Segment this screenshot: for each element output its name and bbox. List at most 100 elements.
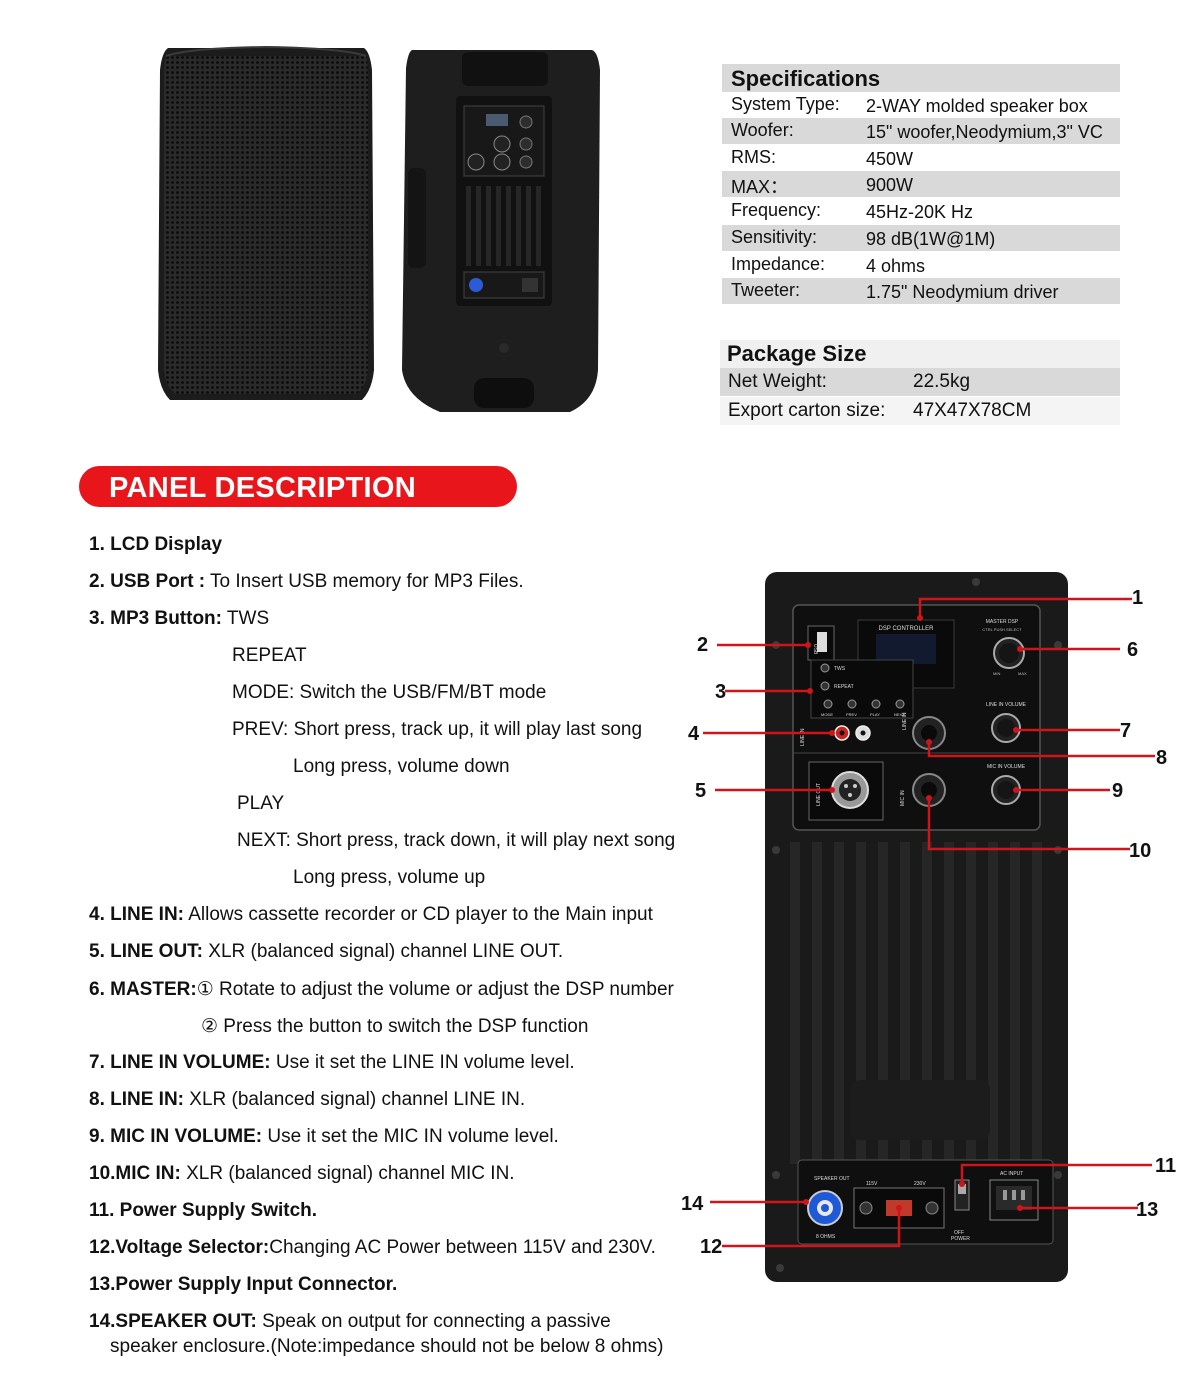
item-title: 13.Power Supply Input Connector.	[89, 1274, 398, 1295]
list-item: 9. MIC IN VOLUME: Use it set the MIC IN …	[89, 1126, 559, 1148]
list-item: 13.Power Supply Input Connector.	[89, 1274, 397, 1296]
item-text: PLAY	[237, 793, 285, 814]
callout-number: 3	[715, 681, 727, 703]
callout-number: 14	[681, 1193, 704, 1215]
ohms-label: 8 OHMS	[816, 1234, 836, 1240]
play-label: PLAY	[870, 712, 880, 717]
mic-in-volume-label: MIC IN VOLUME	[987, 764, 1026, 770]
callout-number: 12	[700, 1236, 723, 1258]
list-item: NEXT: Short press, track down, it will p…	[237, 830, 675, 852]
callout-number: 10	[1129, 840, 1152, 862]
v115-label: 115V	[866, 1181, 878, 1187]
package-title: Package Size	[727, 341, 867, 366]
master-max-label: MAX	[1018, 671, 1027, 676]
v230-label: 230V	[914, 1181, 926, 1187]
spec-row: Woofer: 15" woofer,Neodymium,3" VC	[722, 118, 1120, 144]
callout-lines	[703, 597, 1155, 1248]
list-item: 4. LINE IN: Allows cassette recorder or …	[89, 904, 653, 926]
package-row: Export carton size: 47X47X78CM	[720, 397, 1120, 425]
spec-value: 450W	[866, 149, 914, 169]
list-item: 2. USB Port : To Insert USB memory for M…	[89, 571, 524, 593]
master-dsp-label: MASTER DSP	[986, 619, 1019, 625]
spec-row: Tweeter: 1.75" Neodymium driver	[722, 278, 1120, 304]
list-item: 14.SPEAKER OUT: Speak on output for conn…	[89, 1311, 611, 1333]
spec-label: Sensitivity:	[731, 227, 818, 247]
xlr-line-in-label: LINE IN	[902, 712, 908, 730]
callout-number: 7	[1120, 720, 1132, 742]
tws-label: TWS	[834, 666, 846, 672]
package-row: Net Weight: 22.5kg	[720, 368, 1120, 396]
spec-row: RMS: 450W	[722, 145, 1120, 171]
list-item: 10.MIC IN: XLR (balanced signal) channel…	[89, 1163, 515, 1185]
item-title: 11. Power Supply Switch.	[89, 1200, 318, 1221]
item-text: Long press, volume up	[293, 867, 486, 888]
list-item: 5. LINE OUT: XLR (balanced signal) chann…	[89, 941, 563, 963]
item-text: Long press, volume down	[293, 756, 510, 777]
item-title: 10.MIC IN:	[89, 1163, 181, 1184]
item-text: PREV: Short press, track up, it will pla…	[232, 719, 643, 740]
spec-value: 98 dB(1W@1M)	[866, 229, 996, 249]
repeat-label: REPEAT	[834, 684, 854, 690]
list-item: REPEAT	[232, 645, 307, 667]
spec-value: 900W	[866, 175, 914, 195]
item-text: REPEAT	[232, 645, 307, 666]
prev-label: PREV	[846, 712, 857, 717]
item-title: 12.Voltage Selector:	[89, 1237, 270, 1258]
spec-row: MAX： 900W	[722, 171, 1120, 197]
list-item: PLAY	[237, 793, 284, 815]
list-item: MODE: Switch the USB/FM/BT mode	[232, 682, 546, 704]
spec-label: System Type:	[731, 94, 840, 114]
mic-in-label: MIC IN	[900, 790, 906, 806]
master-min-label: MIN	[993, 671, 1000, 676]
callout-number: 8	[1156, 747, 1168, 769]
ac-input-label: AC INPUT	[1000, 1171, 1023, 1177]
item-text: Allows cassette recorder or CD player to…	[184, 904, 653, 925]
item-title: 2. USB Port :	[89, 571, 206, 592]
item-text: Changing AC Power between 115V and 230V.	[269, 1237, 656, 1258]
heat-sink	[790, 842, 1042, 1164]
spec-row: System Type: 2-WAY molded speaker box	[722, 92, 1120, 118]
list-item: Long press, volume up	[293, 867, 485, 889]
specifications-header: Specifications	[722, 64, 1120, 92]
item-title: 1. LCD Display	[89, 534, 223, 555]
package-header: Package Size	[720, 340, 1120, 368]
spec-value: 15" woofer,Neodymium,3" VC	[866, 122, 1103, 142]
power-switch-off-label: OFF	[954, 1230, 964, 1236]
panel-description-banner: PANEL DESCRIPTION	[79, 466, 517, 507]
item-title: 3. MP3 Button:	[89, 608, 222, 629]
item-title: 7. LINE IN VOLUME:	[89, 1052, 271, 1073]
spec-label: Woofer:	[731, 120, 794, 140]
speaker-photos	[158, 45, 600, 412]
item-title: 14.SPEAKER OUT:	[89, 1311, 257, 1332]
callout-number: 11	[1155, 1155, 1177, 1177]
spec-label: Impedance:	[731, 254, 826, 274]
item-text: Speak on output for connecting a passive	[256, 1311, 611, 1332]
package-value: 47X47X78CM	[913, 400, 1032, 421]
rear-panel-diagram: DSP CONTROLLER MASTER DSP CTRL PUSH SELE…	[703, 572, 1155, 1282]
speaker-out-label: SPEAKER OUT	[814, 1176, 850, 1182]
list-item: 1. LCD Display	[89, 534, 222, 556]
list-item: 3. MP3 Button: TWS	[89, 608, 269, 630]
front-speaker-image	[158, 45, 374, 400]
callout-number: 1	[1132, 587, 1144, 609]
package-label: Export carton size:	[728, 400, 886, 421]
item-text: To Insert USB memory for MP3 Files.	[205, 571, 524, 592]
spec-label: Frequency:	[731, 200, 822, 220]
list-item: 8. LINE IN: XLR (balanced signal) channe…	[89, 1089, 525, 1111]
item-text: ① Rotate to adjust the volume or adjust …	[196, 979, 674, 1000]
item-text: XLR (balanced signal) channel MIC IN.	[180, 1163, 515, 1184]
specifications-title: Specifications	[731, 66, 881, 91]
list-item: speaker enclosure.(Note:impedance should…	[110, 1336, 663, 1358]
callout-number: 6	[1127, 639, 1139, 661]
item-title: 8. LINE IN:	[89, 1089, 185, 1110]
spec-row: Frequency: 45Hz-20K Hz	[722, 198, 1120, 224]
master-dsp-sublabel: CTRL PUSH SELECT	[982, 627, 1022, 632]
item-title: 5. LINE OUT:	[89, 941, 204, 962]
item-text: XLR (balanced signal) channel LINE OUT.	[203, 941, 564, 962]
banner-title: PANEL DESCRIPTION	[109, 472, 416, 504]
callout-number: 4	[688, 723, 700, 745]
item-text: XLR (balanced signal) channel LINE IN.	[184, 1089, 526, 1110]
usb-label: USB	[812, 644, 818, 655]
next-label: NEXT	[894, 712, 905, 717]
list-item: Long press, volume down	[293, 756, 510, 778]
